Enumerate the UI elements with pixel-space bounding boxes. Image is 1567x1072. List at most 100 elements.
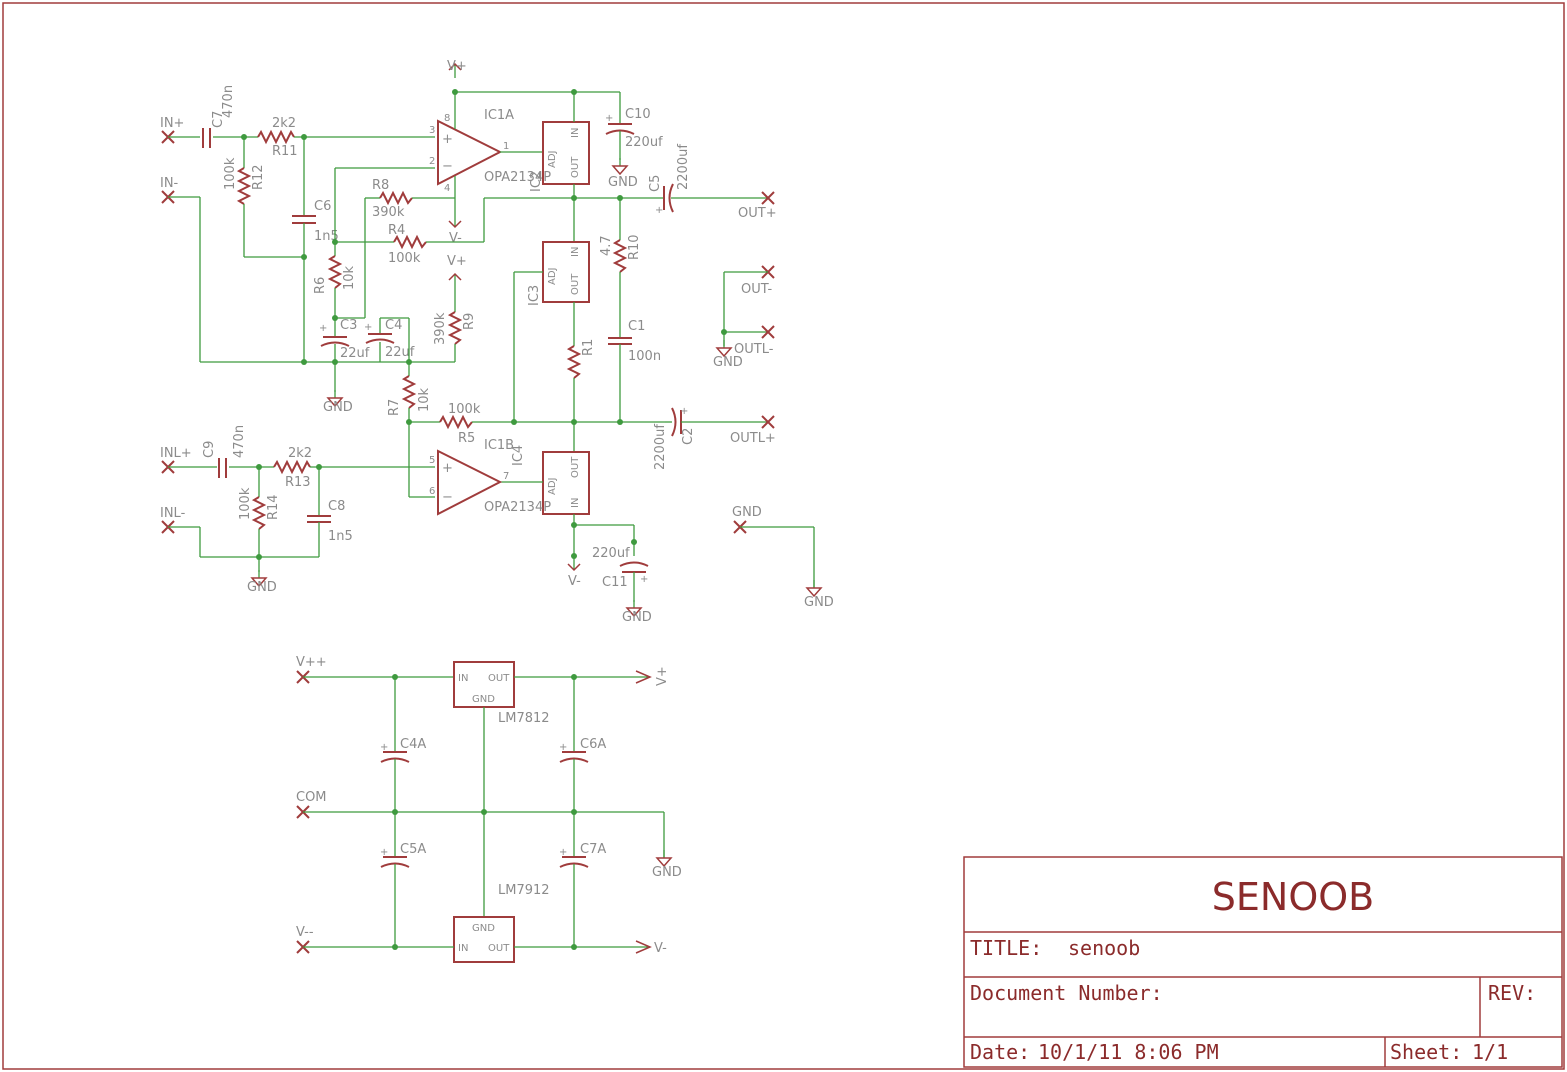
svg-text:1n5: 1n5 xyxy=(328,529,353,544)
svg-text:V--: V-- xyxy=(296,925,314,940)
svg-text:INL+: INL+ xyxy=(160,446,192,461)
svg-text:6: 6 xyxy=(429,486,435,497)
resistor-r10 xyxy=(612,239,628,273)
svg-text:OUTL+: OUTL+ xyxy=(730,431,776,446)
output-left: + 2200uf C2 OUTL+ xyxy=(653,406,776,470)
svg-text:2k2: 2k2 xyxy=(272,116,296,131)
svg-text:R1: R1 xyxy=(581,339,596,356)
svg-text:C5A: C5A xyxy=(400,842,426,857)
sheet-value: 1/1 xyxy=(1472,1040,1508,1064)
svg-text:100k: 100k xyxy=(448,402,481,417)
svg-text:C8: C8 xyxy=(328,499,345,514)
svg-text:GND: GND xyxy=(652,865,682,880)
svg-text:100n: 100n xyxy=(628,349,661,364)
svg-text:INL-: INL- xyxy=(160,506,186,521)
svg-text:GND: GND xyxy=(608,175,638,190)
svg-text:V+: V+ xyxy=(655,666,670,686)
ic3: ADJ OUT IN IC3 R1 xyxy=(513,241,596,452)
svg-text:IN: IN xyxy=(458,673,468,684)
capacitor-c10: + C10 220uf GND xyxy=(605,92,663,190)
svg-text:V+: V+ xyxy=(447,254,467,269)
svg-text:100k: 100k xyxy=(223,157,238,190)
svg-text:C10: C10 xyxy=(625,107,651,122)
svg-text:C9: C9 xyxy=(202,441,217,458)
svg-text:V-: V- xyxy=(568,574,581,589)
supply-vminus-ic1a xyxy=(448,212,462,228)
title-value: senoob xyxy=(1068,936,1140,960)
svg-text:220uf: 220uf xyxy=(592,546,630,561)
feedback-network-right: R8 390k R4 100k R6 10k xyxy=(313,168,620,321)
date-value: 10/1/11 8:06 PM xyxy=(1038,1040,1219,1064)
svg-text:R6: R6 xyxy=(313,277,328,294)
svg-text:+: + xyxy=(559,847,567,858)
svg-text:R8: R8 xyxy=(372,178,389,193)
svg-text:+: + xyxy=(559,742,567,753)
output-ground-connectors: OUT- OUTL- GND xyxy=(713,265,775,370)
svg-text:IN: IN xyxy=(570,498,581,508)
svg-text:OUT: OUT xyxy=(570,156,581,178)
svg-text:GND: GND xyxy=(713,355,743,370)
svg-text:COM: COM xyxy=(296,790,327,805)
output-right: + C5 2200uf OUT+ 4.7 R10 C1 100n xyxy=(599,144,777,422)
svg-text:+: + xyxy=(442,461,453,476)
svg-text:470n: 470n xyxy=(221,85,236,118)
svg-text:V-: V- xyxy=(449,231,462,246)
svg-text:GND: GND xyxy=(732,505,762,520)
svg-text:C6A: C6A xyxy=(580,737,606,752)
svg-text:−: − xyxy=(442,159,453,174)
svg-text:R5: R5 xyxy=(458,431,475,446)
resistor-r8 xyxy=(379,190,413,206)
svg-text:2k2: 2k2 xyxy=(288,446,312,461)
svg-text:OUT: OUT xyxy=(488,673,510,684)
svg-text:C5: C5 xyxy=(648,175,663,192)
svg-text:+: + xyxy=(442,132,453,147)
svg-text:R11: R11 xyxy=(272,144,298,159)
svg-text:1: 1 xyxy=(503,141,509,152)
resistor-r1 xyxy=(566,345,582,379)
svg-text:+: + xyxy=(380,742,388,753)
opamp-ic1a: + − 3 2 8 4 1 IC1A OPA2134P xyxy=(335,92,551,213)
svg-text:ADJ: ADJ xyxy=(547,151,558,169)
svg-text:GND: GND xyxy=(472,923,495,934)
svg-text:220uf: 220uf xyxy=(625,135,663,150)
svg-text:+: + xyxy=(680,406,688,417)
svg-text:C4: C4 xyxy=(385,318,402,333)
svg-text:OUT-: OUT- xyxy=(741,282,772,297)
resistor-r11 xyxy=(257,129,295,145)
svg-text:390k: 390k xyxy=(433,312,448,345)
svg-text:22uf: 22uf xyxy=(385,345,415,360)
svg-text:GND: GND xyxy=(622,610,652,625)
svg-text:100k: 100k xyxy=(388,251,421,266)
svg-text:V+: V+ xyxy=(447,59,467,74)
svg-text:390k: 390k xyxy=(372,205,405,220)
svg-text:GND: GND xyxy=(247,580,277,595)
svg-text:+: + xyxy=(605,113,613,124)
svg-text:IC4: IC4 xyxy=(511,445,526,466)
doc-number-label: Document Number: xyxy=(970,981,1163,1005)
capacitor-c11: + 220uf C11 GND xyxy=(574,524,652,625)
svg-text:C1: C1 xyxy=(628,319,645,334)
resistor-r13 xyxy=(273,459,311,475)
svg-text:C6: C6 xyxy=(314,199,331,214)
svg-text:22uf: 22uf xyxy=(340,346,370,361)
svg-text:100k: 100k xyxy=(238,487,253,520)
svg-text:8: 8 xyxy=(444,113,450,124)
svg-text:IC1B: IC1B xyxy=(484,438,514,453)
svg-text:2200uf: 2200uf xyxy=(676,144,691,190)
date-label: Date: xyxy=(970,1040,1030,1064)
svg-text:5: 5 xyxy=(429,455,435,466)
svg-text:ADJ: ADJ xyxy=(547,268,558,286)
svg-text:IC3: IC3 xyxy=(527,285,542,306)
resistor-r4 xyxy=(393,234,427,250)
svg-text:2200uf: 2200uf xyxy=(653,424,668,470)
svg-text:R4: R4 xyxy=(388,223,405,238)
rev-label: REV: xyxy=(1488,981,1536,1005)
svg-text:OUT: OUT xyxy=(488,943,510,954)
title-block: SENOOB TITLE: senoob Document Number: RE… xyxy=(963,856,1563,1068)
left-input-section: INL+ INL- C9 470n 2k2 R13 100k R14 GND C… xyxy=(160,425,435,595)
supply-vplus-r9 xyxy=(448,273,462,289)
svg-text:10k: 10k xyxy=(342,265,357,290)
regulator-lm7912 xyxy=(453,916,515,963)
resistor-r9 xyxy=(447,311,463,345)
svg-text:C2: C2 xyxy=(681,428,696,445)
